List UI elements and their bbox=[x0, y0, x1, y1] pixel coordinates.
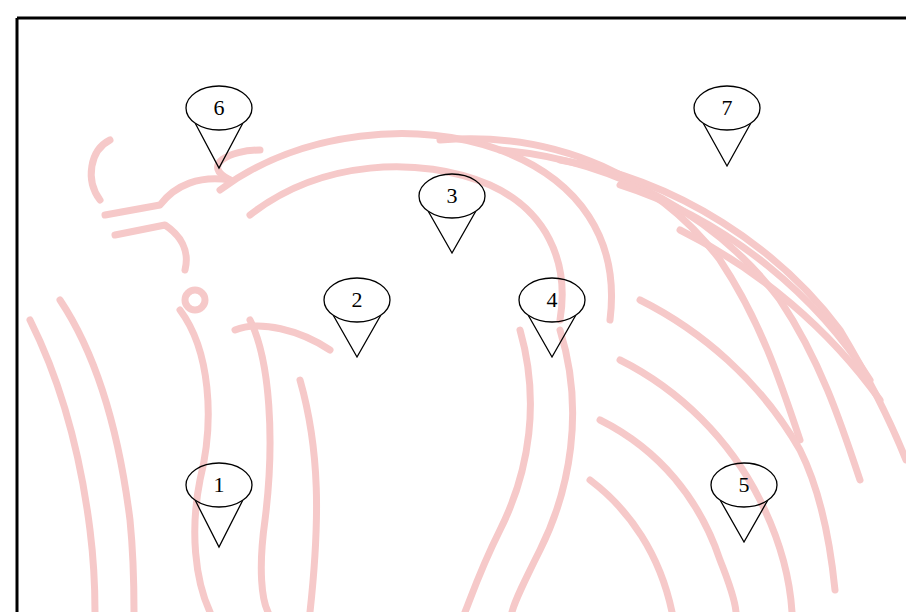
callout-number: 3 bbox=[447, 183, 458, 209]
location-pin: 1 bbox=[184, 461, 254, 549]
callout-number: 5 bbox=[739, 472, 750, 498]
callout-number: 2 bbox=[352, 287, 363, 313]
location-pin: 7 bbox=[692, 84, 762, 168]
location-pin: 6 bbox=[184, 84, 254, 170]
location-pin: 3 bbox=[417, 172, 487, 255]
location-pin: 2 bbox=[322, 276, 392, 359]
location-pin: 5 bbox=[709, 461, 779, 544]
frame-line bbox=[16, 18, 19, 612]
callout-number: 6 bbox=[214, 95, 225, 121]
callout-number: 1 bbox=[214, 472, 225, 498]
callout-number: 4 bbox=[547, 287, 558, 313]
location-pin: 4 bbox=[517, 276, 587, 359]
callout-number: 7 bbox=[722, 95, 733, 121]
frame-line bbox=[17, 17, 906, 20]
